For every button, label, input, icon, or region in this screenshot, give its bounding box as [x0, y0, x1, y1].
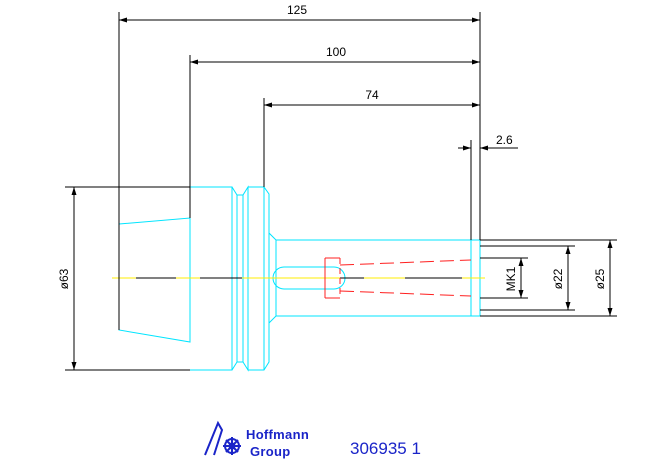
dimension-lines: [65, 12, 617, 371]
hidden-taper-bore: [324, 257, 472, 299]
dim-shank-diameter-2: ø25: [593, 268, 607, 289]
hoffmann-logo-icon: [204, 420, 241, 456]
dim-end-offset: 2.6: [496, 133, 513, 147]
dim-flange-diameter: ø63: [57, 268, 71, 289]
logo-line1: Hoffmann: [246, 427, 309, 442]
shank-slot: [272, 266, 346, 290]
arrowheads: [71, 17, 613, 370]
dim-collet-to-end: 100: [326, 45, 346, 59]
part-number: 306935 1: [350, 439, 421, 458]
dim-taper: MK1: [504, 266, 518, 291]
logo-line2: Group: [250, 444, 291, 459]
dim-overall-length: 125: [287, 3, 307, 17]
dim-shank-diameter-1: ø22: [551, 268, 565, 289]
dim-flange-to-end: 74: [365, 88, 379, 102]
collet-body: [118, 217, 191, 343]
